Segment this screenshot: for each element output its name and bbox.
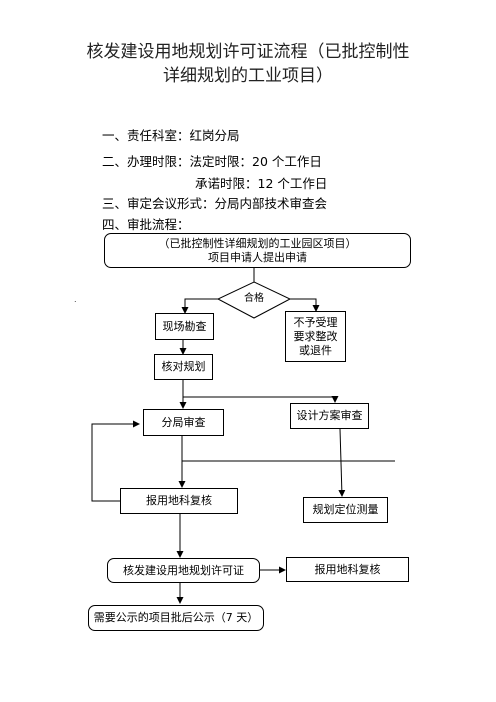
site-survey-box: 现场勘查 <box>155 313 214 340</box>
check-plan-box: 核对规划 <box>154 354 213 380</box>
page-title: 核发建设用地规划许可证流程（已批控制性 详细规划的工业项目） <box>30 40 466 88</box>
title-line-2: 详细规划的工业项目） <box>163 66 333 86</box>
reject-line-3: 或退件 <box>299 343 332 357</box>
submit-review-box-1: 报用地科复核 <box>120 488 238 514</box>
connector-to-site-survey <box>181 298 218 314</box>
connector-to-reject <box>290 298 320 312</box>
approval-process-heading: 四、审批流程： <box>102 217 190 232</box>
submit-review-box-2: 报用地科复核 <box>286 557 409 582</box>
design-review-box: 设计方案审查 <box>290 403 369 429</box>
start-application-box: （已批控制性详细规划的工业园区项目） 项目申请人提出申请 <box>104 233 411 268</box>
title-line-1: 核发建设用地规划许可证流程（已批控制性 <box>86 42 410 62</box>
publicity-box: 需要公示的项目批后公示（7 天） <box>88 605 264 631</box>
start-box-line-1: （已批控制性详细规划的工业园区项目） <box>158 236 357 250</box>
responsible-dept: 一、责任科室：红岗分局 <box>102 128 240 143</box>
positioning-survey-box: 规划定位测量 <box>303 497 388 523</box>
issue-permit-box: 核发建设用地规划许可证 <box>107 558 260 583</box>
stray-dot: . <box>74 295 77 304</box>
review-meeting-type: 三、审定会议形式：分局内部技术审查会 <box>102 196 328 211</box>
reject-line-1: 不予受理 <box>293 315 338 329</box>
start-box-line-2: 项目申请人提出申请 <box>208 250 307 264</box>
connector-to-positioning <box>338 428 346 497</box>
branch-review-box: 分局审查 <box>143 409 224 436</box>
time-limit-promised: 承诺时限：12 个工作日 <box>195 176 328 191</box>
time-limit-legal: 二、办理时限：法定时限：20 个工作日 <box>102 154 322 169</box>
reject-line-2: 要求整改 <box>293 329 338 343</box>
decision-diamond <box>216 281 292 319</box>
reject-box: 不予受理 要求整改 或退件 <box>285 311 346 362</box>
connector-feedback-loop <box>91 420 140 502</box>
decision-label: 合格 <box>244 293 264 304</box>
